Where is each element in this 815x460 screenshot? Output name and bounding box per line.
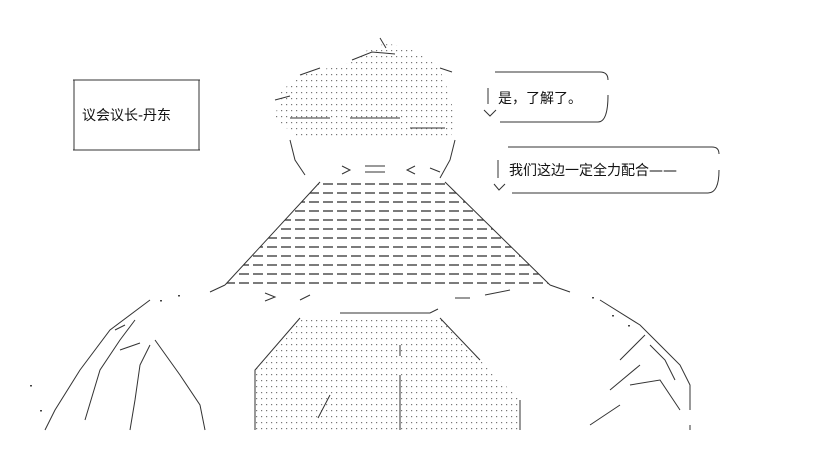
character-left-arm: [44, 299, 206, 431]
speech-bubble-2: [493, 146, 720, 194]
speech-text-1: 是，了解了。: [498, 91, 582, 107]
scatter-marks: [30, 295, 630, 412]
character-collar: [264, 289, 511, 314]
speech-text-2: 我们这边一定全力配合——: [509, 163, 677, 179]
character-right-arm: [589, 299, 691, 430]
character-hair: [274, 37, 455, 140]
speech-bubble-1: [483, 71, 609, 123]
name-label: 议会议长-丹东: [82, 108, 172, 124]
character-cape: [209, 181, 571, 293]
character-torso: [254, 317, 521, 430]
name-box-frame: [73, 79, 200, 151]
character-face: [289, 139, 456, 179]
